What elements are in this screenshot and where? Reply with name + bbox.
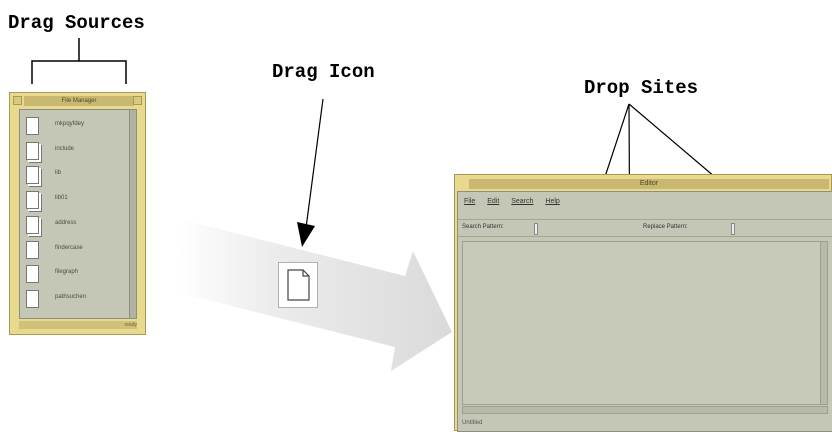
- document-icon: [26, 290, 39, 308]
- file-name: lib01: [55, 195, 68, 201]
- search-pattern-field[interactable]: [534, 223, 538, 235]
- menu-help[interactable]: Help: [545, 198, 560, 205]
- file-item[interactable]: pathsuchen: [26, 289, 126, 313]
- editor-title: Editor: [469, 179, 829, 189]
- replace-pattern-field[interactable]: [731, 223, 735, 235]
- dragged-document-icon[interactable]: [278, 262, 318, 308]
- file-manager-window: File Manager mkpqyfdey include lib lib01…: [9, 92, 146, 335]
- menu-edit[interactable]: Edit: [487, 198, 500, 205]
- file-item[interactable]: findercase: [26, 240, 126, 264]
- file-name: address: [55, 220, 77, 226]
- search-replace-row: Search Pattern: Replace Pattern:: [458, 219, 832, 237]
- vertical-scrollbar[interactable]: [129, 110, 136, 318]
- file-name: findercase: [55, 245, 83, 251]
- replace-pattern-label: Replace Pattern:: [643, 224, 688, 230]
- editor-status: Untitled: [462, 420, 483, 426]
- document-icon: [26, 117, 39, 135]
- menu-search[interactable]: Search: [511, 198, 534, 205]
- folder-icon: [26, 191, 39, 209]
- window-menu-button[interactable]: [13, 96, 22, 105]
- file-item[interactable]: lib: [26, 165, 126, 189]
- folder-icon: [26, 142, 39, 160]
- drag-icon-label: Drag Icon: [272, 61, 375, 83]
- file-manager-title: File Manager: [24, 96, 134, 106]
- file-manager-status: ready: [19, 321, 137, 329]
- file-name: include: [55, 146, 75, 152]
- drag-sources-bracket: [31, 38, 127, 84]
- editor-window: Editor File Edit Search Help Search Patt…: [454, 174, 832, 432]
- menu-file[interactable]: File: [464, 198, 476, 205]
- vertical-scrollbar[interactable]: [820, 242, 827, 404]
- file-item[interactable]: filegraph: [26, 264, 126, 288]
- folder-icon: [26, 166, 39, 184]
- editor-menubar: File Edit Search Help: [464, 198, 570, 210]
- horizontal-scrollbar[interactable]: [462, 406, 828, 414]
- editor-text-area[interactable]: [462, 241, 828, 405]
- folder-icon: [26, 216, 39, 234]
- file-item[interactable]: lib01: [26, 190, 126, 214]
- file-name: filegraph: [55, 269, 79, 275]
- drag-sources-label: Drag Sources: [8, 12, 145, 34]
- drag-icon-callout-line: [305, 98, 324, 229]
- file-item[interactable]: address: [26, 215, 126, 239]
- maximize-button[interactable]: [133, 96, 142, 105]
- file-name: pathsuchen: [55, 294, 87, 300]
- editor-body: File Edit Search Help Search Pattern: Re…: [457, 191, 832, 432]
- drag-icon-callout-arrowhead: [297, 222, 315, 247]
- search-pattern-label: Search Pattern:: [462, 224, 504, 230]
- file-list: mkpqyfdey include lib lib01 address find…: [19, 109, 137, 319]
- drop-sites-label: Drop Sites: [584, 77, 699, 99]
- file-name: mkpqyfdey: [55, 121, 85, 127]
- file-name: lib: [55, 170, 62, 176]
- document-icon: [287, 269, 310, 301]
- file-item[interactable]: include: [26, 141, 126, 165]
- document-icon: [26, 265, 39, 283]
- file-item[interactable]: mkpqyfdey: [26, 116, 126, 140]
- document-icon: [26, 241, 39, 259]
